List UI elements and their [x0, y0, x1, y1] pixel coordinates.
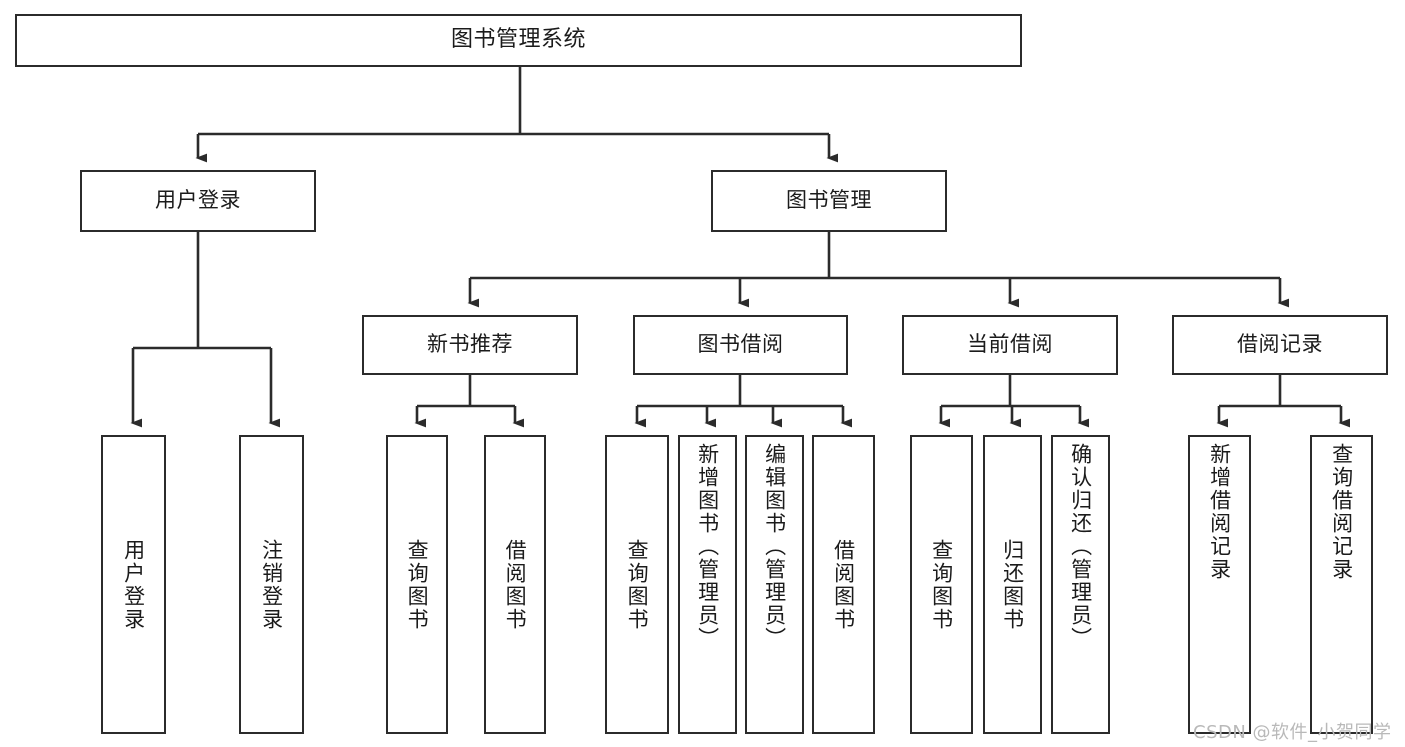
node-leaf-12: 查询借阅记录: [1310, 435, 1373, 734]
csdn-watermark: CSDN @软件_小贺同学: [1193, 722, 1392, 743]
node-leaf-0: 用户登录: [101, 435, 166, 734]
node-label: 新书推荐: [427, 332, 513, 357]
node-label-vertical: 查询图书: [929, 538, 954, 631]
node-label-vertical: 查询图书: [405, 538, 430, 631]
node-label: 图书管理系统: [450, 27, 586, 53]
node-level3-3: 借阅记录: [1172, 315, 1388, 375]
node-leaf-5: 新增图书（管理员）: [678, 435, 737, 734]
node-label-vertical: 新增借阅记录: [1207, 443, 1232, 581]
node-label-vertical: 借阅图书: [503, 538, 528, 631]
node-level2-0: 用户登录: [80, 170, 316, 232]
node-leaf-2: 查询图书: [386, 435, 448, 734]
node-leaf-4: 查询图书: [605, 435, 669, 734]
node-label-vertical: 归还图书: [1000, 538, 1025, 631]
node-label: 借阅记录: [1237, 332, 1323, 357]
node-leaf-7: 借阅图书: [812, 435, 875, 734]
node-leaf-11: 新增借阅记录: [1188, 435, 1251, 734]
node-label-vertical: 注销登录: [259, 538, 284, 631]
node-level3-0: 新书推荐: [362, 315, 578, 375]
node-leaf-3: 借阅图书: [484, 435, 546, 734]
node-label-vertical: 查询图书: [625, 538, 650, 631]
node-level2-1: 图书管理: [711, 170, 947, 232]
node-label: 图书管理: [786, 188, 872, 213]
node-level3-1: 图书借阅: [633, 315, 848, 375]
node-level3-2: 当前借阅: [902, 315, 1118, 375]
node-label-vertical: 确认归还（管理员）: [1068, 443, 1093, 650]
node-label-vertical: 编辑图书（管理员）: [762, 443, 787, 650]
node-label: 图书借阅: [697, 332, 784, 357]
node-leaf-6: 编辑图书（管理员）: [745, 435, 804, 734]
node-label: 用户登录: [155, 188, 241, 213]
node-leaf-1: 注销登录: [239, 435, 304, 734]
node-label-vertical: 新增图书（管理员）: [695, 443, 720, 650]
node-root-system: 图书管理系统: [15, 14, 1022, 67]
node-label-vertical: 查询借阅记录: [1329, 443, 1354, 581]
node-label-vertical: 用户登录: [121, 538, 146, 631]
node-label-vertical: 借阅图书: [831, 538, 856, 631]
node-leaf-8: 查询图书: [910, 435, 973, 734]
node-leaf-9: 归还图书: [983, 435, 1042, 734]
node-label: 当前借阅: [967, 332, 1053, 357]
node-leaf-10: 确认归还（管理员）: [1051, 435, 1110, 734]
